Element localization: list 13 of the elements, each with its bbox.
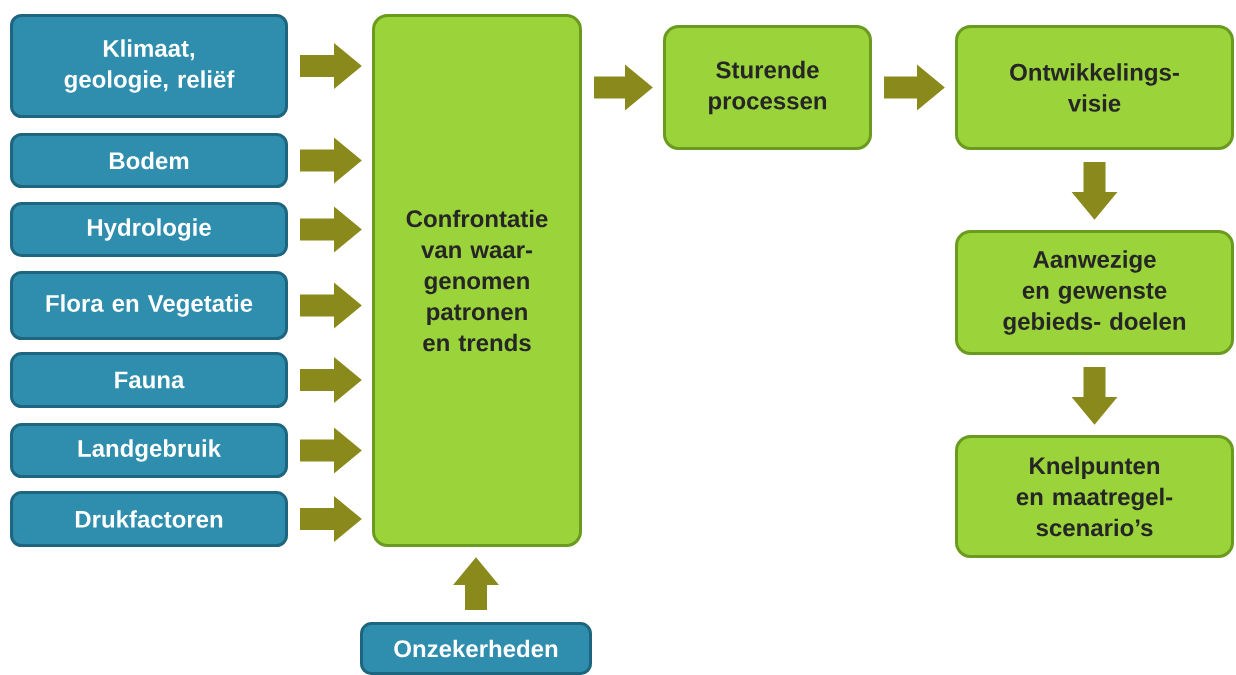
input-box: Drukfactoren xyxy=(10,491,288,547)
input-box: Onzekerheden xyxy=(360,622,592,675)
input-box: Klimaat, geologie, reliëf xyxy=(10,14,288,118)
process-box: Ontwikkelings- visie xyxy=(955,25,1234,150)
input-box: Flora en Vegetatie xyxy=(10,271,288,340)
input-box: Fauna xyxy=(10,352,288,408)
input-box: Hydrologie xyxy=(10,202,288,257)
input-box: Landgebruik xyxy=(10,423,288,478)
process-box: Sturende processen xyxy=(663,25,872,150)
process-box: Confrontatie van waar- genomen patronen en trends xyxy=(372,14,582,547)
input-box: Bodem xyxy=(10,133,288,188)
process-box: Aanwezige en gewenste gebieds- doelen xyxy=(955,230,1234,355)
process-box: Knelpunten en maatregel- scenario’s xyxy=(955,435,1234,558)
